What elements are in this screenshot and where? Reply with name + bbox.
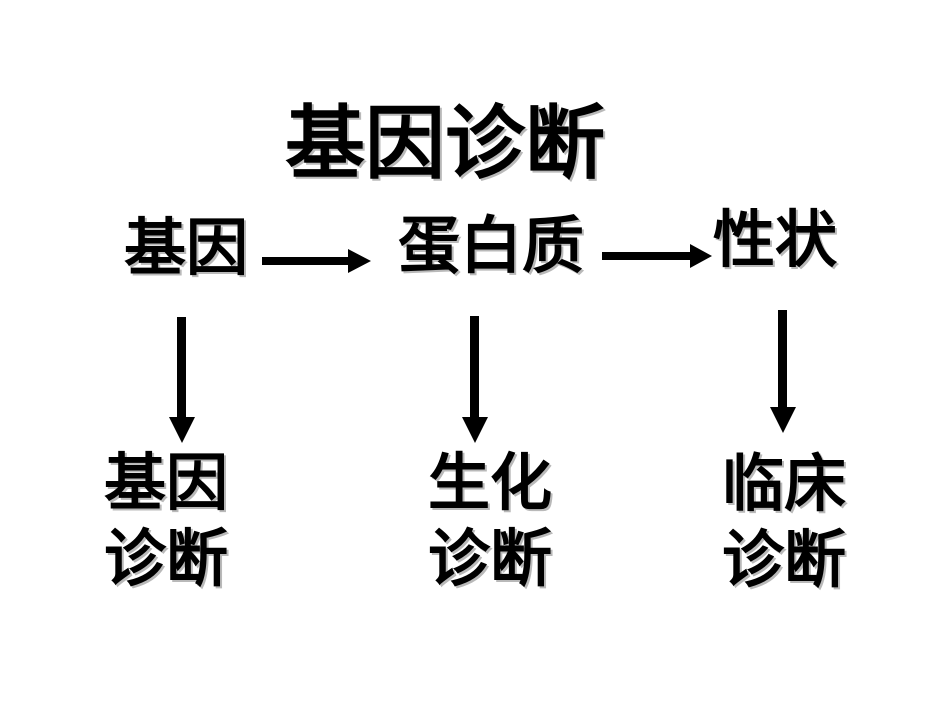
flow-node-trait: 性状 [712, 207, 838, 275]
arrow-trait-down-icon [770, 310, 796, 433]
arrow-shaft [470, 316, 479, 417]
diagnosis-node-biochemical: 生化 诊断 [428, 446, 552, 598]
arrow-head [770, 407, 796, 433]
arrow-protein-to-trait-icon [602, 244, 712, 268]
diagnosis-line-2: 诊断 [427, 526, 553, 594]
arrow-shaft [177, 317, 186, 417]
arrow-protein-down-icon [462, 316, 488, 443]
arrow-head [462, 417, 488, 443]
flow-node-protein: 蛋白质 [397, 213, 585, 281]
flow-node-gene: 基因 [123, 215, 249, 283]
arrow-shaft [602, 252, 691, 260]
arrow-shaft [262, 257, 349, 265]
diagnosis-node-clinical: 临床 诊断 [722, 447, 846, 599]
arrow-head [169, 417, 195, 443]
diagnosis-node-gene: 基因 诊断 [104, 446, 228, 598]
diagnosis-line-2: 诊断 [103, 526, 229, 594]
arrow-head [690, 244, 712, 268]
diagnosis-line-1: 基因 [103, 450, 229, 518]
diagnosis-line-2: 诊断 [721, 527, 847, 595]
arrow-gene-down-icon [169, 317, 195, 443]
diagnosis-line-1: 生化 [427, 450, 553, 518]
arrow-head [348, 249, 371, 273]
arrow-shaft [778, 310, 787, 407]
slide-title: 基因诊断 [285, 101, 605, 189]
arrow-gene-to-protein-icon [262, 249, 371, 273]
diagnosis-line-1: 临床 [721, 451, 847, 519]
